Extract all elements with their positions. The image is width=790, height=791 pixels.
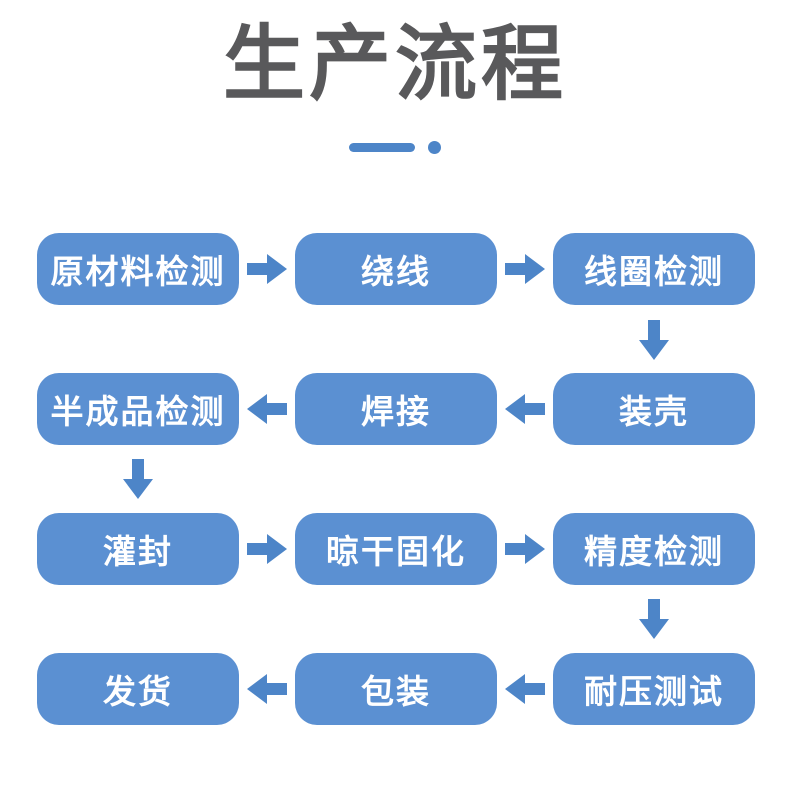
flow-step-voltage-withstand-test: 耐压测试 — [553, 653, 755, 725]
flow-step-precision-inspection: 精度检测 — [553, 513, 755, 585]
arrow-left-icon — [247, 674, 287, 704]
flow-step-case-assembly: 装壳 — [553, 373, 755, 445]
flow-step-welding: 焊接 — [295, 373, 497, 445]
flow-step-winding: 绕线 — [295, 233, 497, 305]
arrow-down-icon — [123, 459, 153, 499]
underline-dot — [428, 141, 441, 154]
flow-step-drying-curing: 晾干固化 — [295, 513, 497, 585]
arrow-right-icon — [505, 534, 545, 564]
flow-step-semi-finished-inspection: 半成品检测 — [37, 373, 239, 445]
page-title: 生产流程 — [222, 19, 567, 110]
arrow-right-icon — [505, 254, 545, 284]
underline-bar — [349, 143, 415, 152]
arrow-right-icon — [247, 534, 287, 564]
flow-step-raw-material-inspection: 原材料检测 — [37, 233, 239, 305]
arrow-down-icon — [639, 320, 669, 360]
arrow-left-icon — [505, 674, 545, 704]
arrow-right-icon — [247, 254, 287, 284]
flow-step-packaging: 包装 — [295, 653, 497, 725]
title-underline — [0, 141, 790, 154]
flow-step-shipping: 发货 — [37, 653, 239, 725]
flow-step-coil-inspection: 线圈检测 — [553, 233, 755, 305]
arrow-down-icon — [639, 599, 669, 639]
arrow-left-icon — [505, 394, 545, 424]
arrow-left-icon — [247, 394, 287, 424]
flow-step-potting: 灌封 — [37, 513, 239, 585]
